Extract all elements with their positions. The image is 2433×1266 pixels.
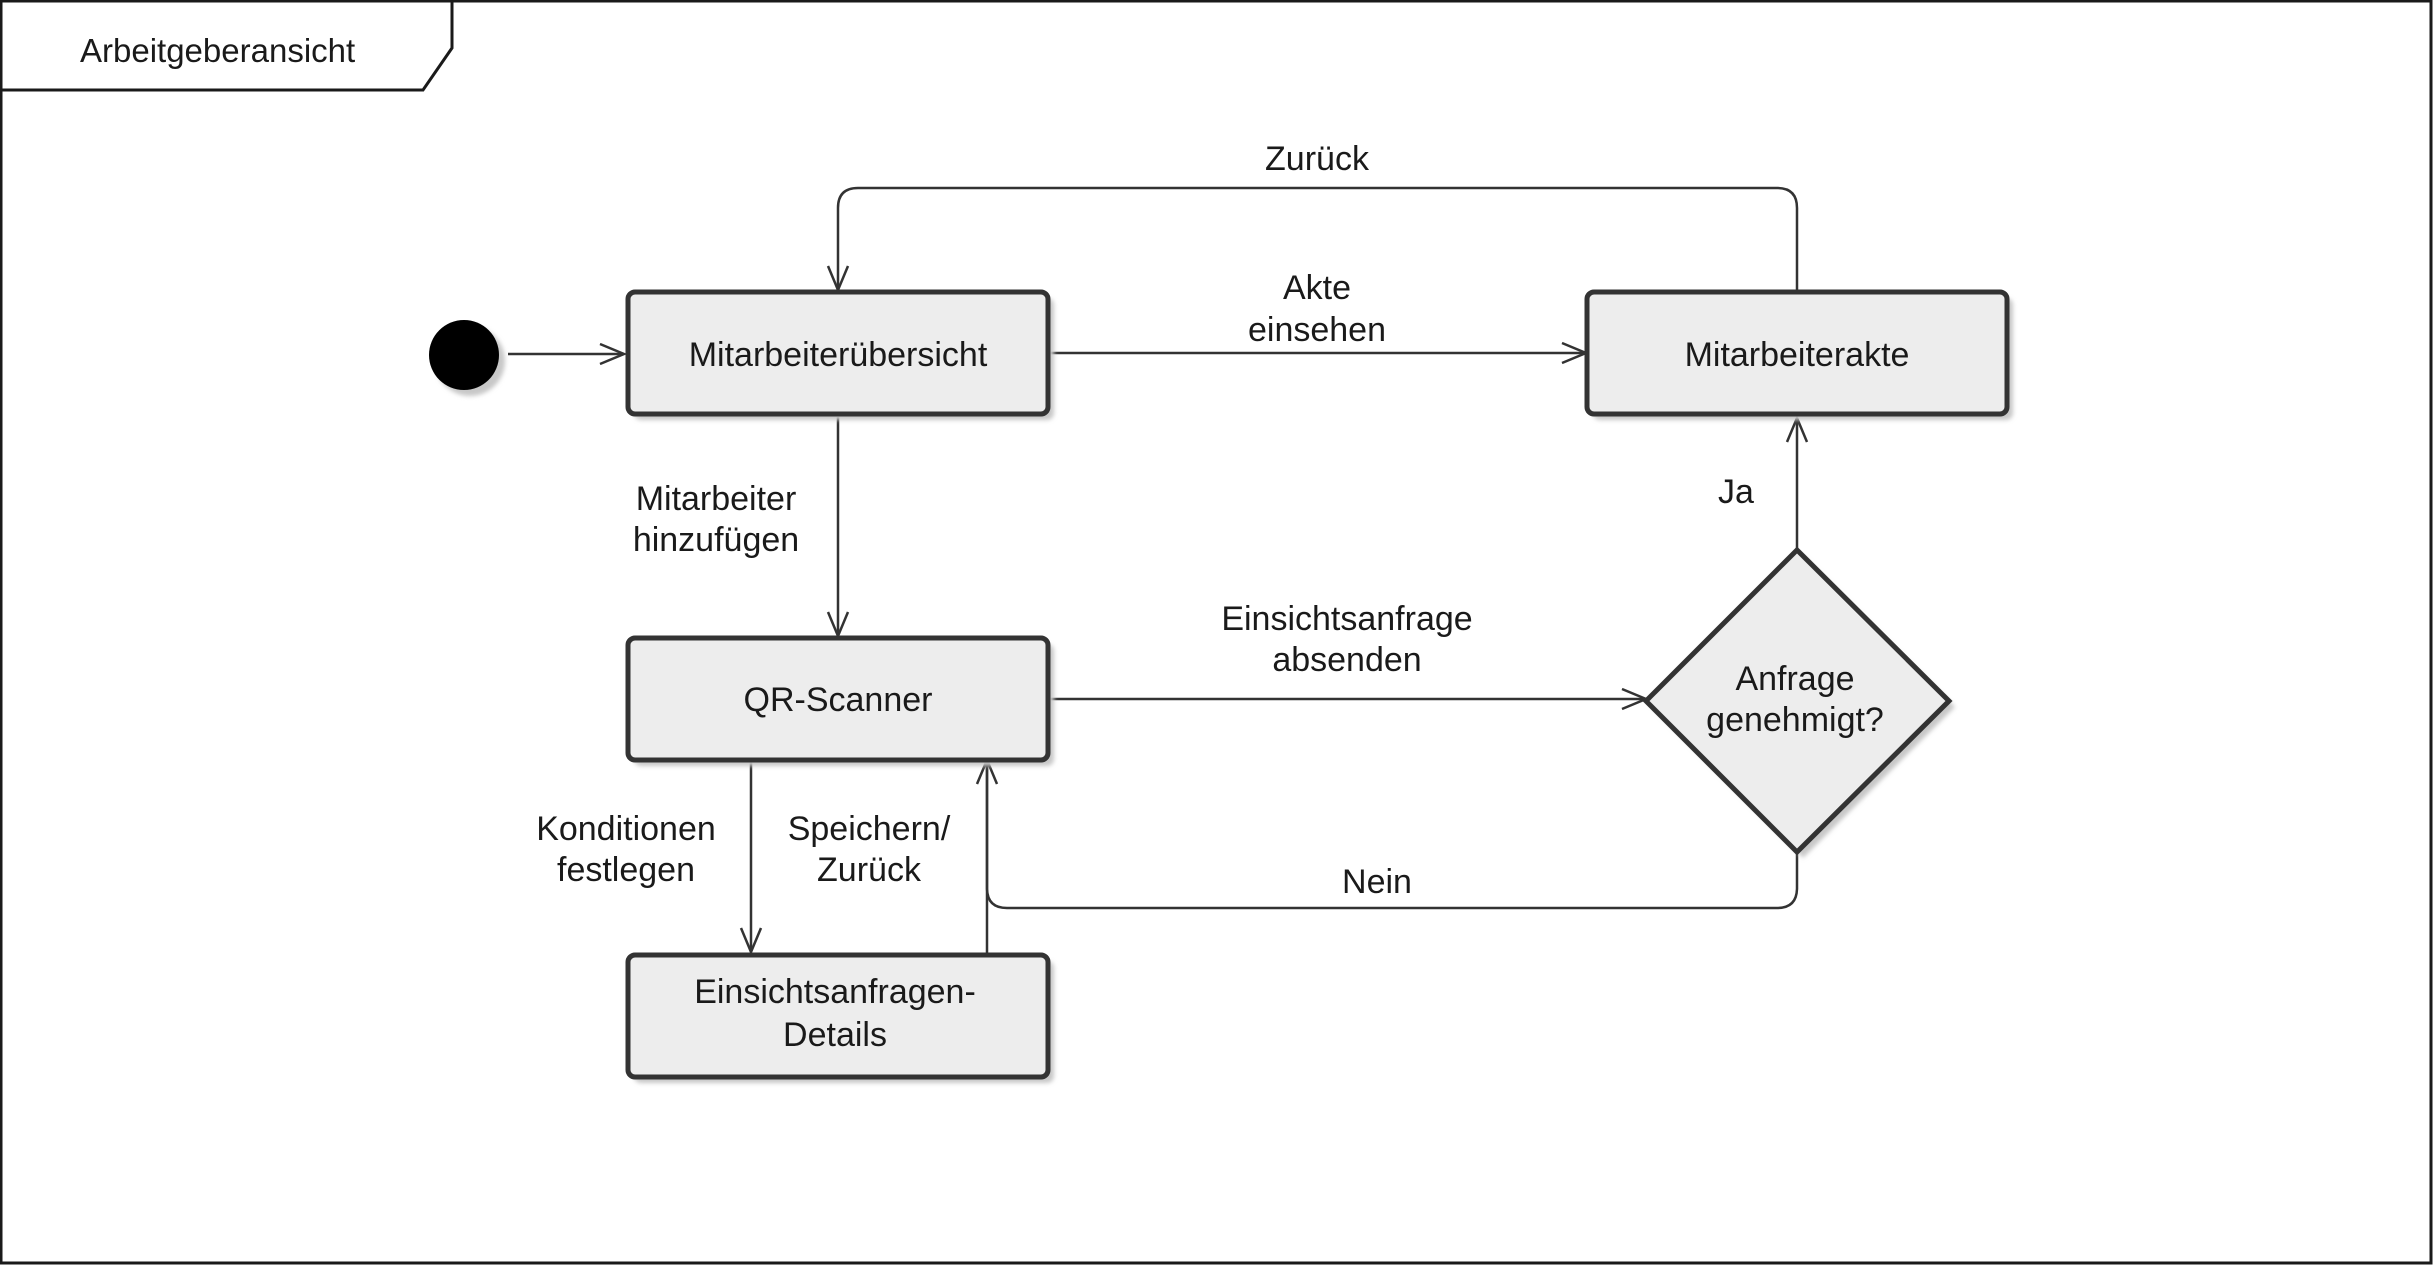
arrowhead-icon (739, 927, 763, 956)
state-box (625, 952, 1051, 1080)
state-label: Mitarbeiterübersicht (689, 336, 988, 374)
decision-label-line2: genehmigt? (1706, 701, 1884, 739)
label-view-file-line1: Akte (1283, 269, 1351, 307)
state-file: Mitarbeiterakte (1584, 289, 2013, 420)
label-view-file-line2: einsehen (1248, 311, 1386, 349)
label-save-back-line2: Zurück (817, 851, 922, 889)
frame-title: Arbeitgeberansicht (80, 32, 355, 69)
state-box (625, 635, 1051, 763)
label-back-top: Zurück (1265, 140, 1370, 178)
decision-label-line1: Anfrage (1735, 660, 1854, 698)
label-no: Nein (1342, 863, 1412, 901)
edges (508, 186, 1809, 956)
label-set-conditions-line2: festlegen (557, 851, 695, 889)
arrowhead-icon (599, 342, 628, 366)
label-send-request-line2: absenden (1272, 641, 1421, 679)
label-send-request-line1: Einsichtsanfrage (1221, 600, 1472, 638)
state-label: Mitarbeiterakte (1685, 336, 1910, 374)
state-label-line1: Einsichtsanfragen- (694, 973, 976, 1011)
label-yes: Ja (1718, 473, 1754, 511)
label-set-conditions-line1: Konditionen (536, 810, 716, 848)
state-scanner: QR-Scanner (625, 635, 1054, 766)
edge-back-top (836, 186, 1799, 291)
initial-node (429, 320, 499, 390)
decision-node: Anfrage genehmigt? (1642, 546, 1955, 858)
state-overview: Mitarbeiterübersicht (625, 289, 1054, 420)
state-details: Einsichtsanfragen- Details (625, 952, 1054, 1083)
decision-diamond (1642, 546, 1953, 856)
frame-title-tab (1, 1, 454, 92)
state-box (625, 289, 1051, 417)
state-box (1584, 289, 2010, 417)
state-label-line2: Details (783, 1016, 887, 1054)
label-add-employee-line2: hinzufügen (633, 521, 799, 559)
label-save-back-line1: Speichern/ (788, 810, 951, 848)
edge-labels: Zurück Akte einsehen Mitarbeiter hinzufü… (536, 140, 1754, 901)
label-add-employee-line1: Mitarbeiter (636, 480, 797, 518)
state-label: QR-Scanner (744, 681, 933, 719)
